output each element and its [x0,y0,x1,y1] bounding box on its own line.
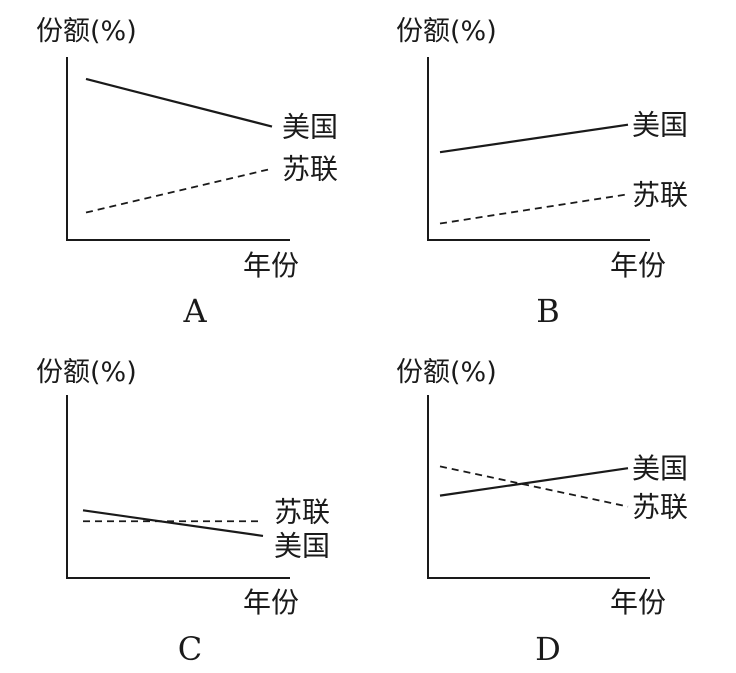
x-axis-label: 年份 [243,586,299,619]
series-line-solid [85,77,273,128]
series-line-dashed [439,193,629,225]
axis-lines [427,57,650,241]
axis-lines [66,57,290,241]
series-label: 苏联 [282,153,338,186]
series-line-solid [82,509,264,537]
series-label: 美国 [274,530,330,563]
panel-caption: B [536,292,560,330]
x-axis-label: 年份 [610,249,666,282]
series-label: 苏联 [274,496,330,529]
series-label: 美国 [282,111,338,144]
series-line-dashed [439,465,629,508]
y-axis-label: 份额(%) [396,16,497,47]
axis-lines [427,395,650,579]
y-axis-label: 份额(%) [36,16,137,47]
series-line-solid [439,123,629,154]
series-label: 苏联 [632,491,688,524]
axis-lines [66,395,290,579]
series-label: 美国 [632,109,688,142]
series-label: 美国 [632,452,688,485]
x-axis-label: 年份 [243,249,299,282]
series-line-dashed [85,167,273,214]
panel-caption: A [182,292,207,330]
x-axis-label: 年份 [610,586,666,619]
panel-caption: D [535,630,561,668]
y-axis-label: 份额(%) [36,357,137,388]
panel-caption: C [178,630,202,668]
y-axis-label: 份额(%) [396,357,497,388]
series-label: 苏联 [632,178,688,211]
series-line-solid [439,467,629,497]
